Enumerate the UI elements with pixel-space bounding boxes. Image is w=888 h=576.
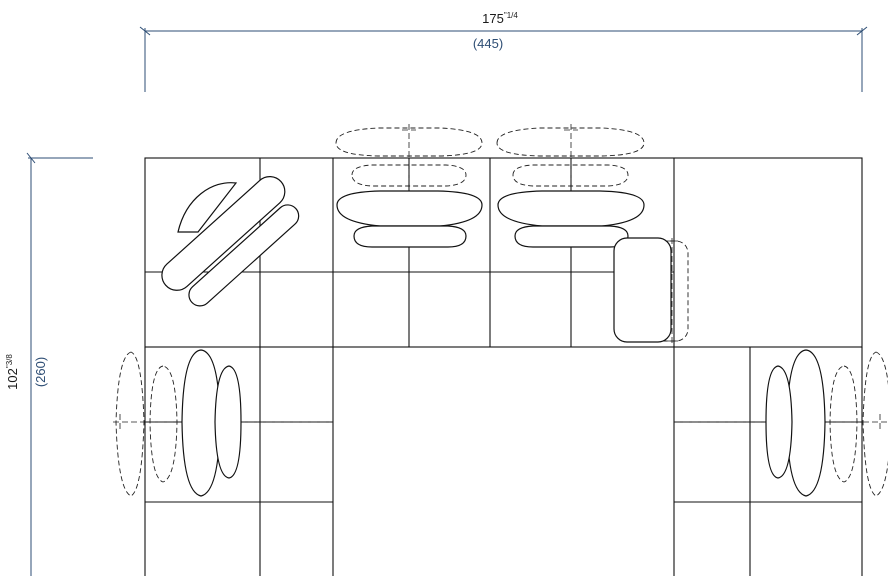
swivel-chair-left (113, 349, 333, 497)
width-dimension: 175"1/4 (445) (139, 11, 868, 92)
svg-text:102"3/8: 102"3/8 (5, 354, 20, 390)
swivel-chair-top-1 (335, 124, 483, 248)
width-imperial-label: 175 (482, 11, 504, 26)
depth-imperial-label: 102 (5, 368, 20, 390)
depth-imperial-fraction: "3/8 (5, 354, 14, 369)
svg-text:175"1/4: 175"1/4 (482, 11, 518, 26)
width-imperial-fraction: "1/4 (504, 11, 519, 20)
ottoman (613, 237, 689, 344)
swivel-chair-top-2 (496, 124, 645, 248)
swivel-chair-right (674, 349, 888, 497)
diagonal-chair (161, 176, 300, 307)
depth-metric-label: (260) (33, 357, 48, 387)
depth-dimension: 102"3/8 (260) (5, 152, 93, 576)
width-metric-label: (445) (473, 36, 503, 51)
